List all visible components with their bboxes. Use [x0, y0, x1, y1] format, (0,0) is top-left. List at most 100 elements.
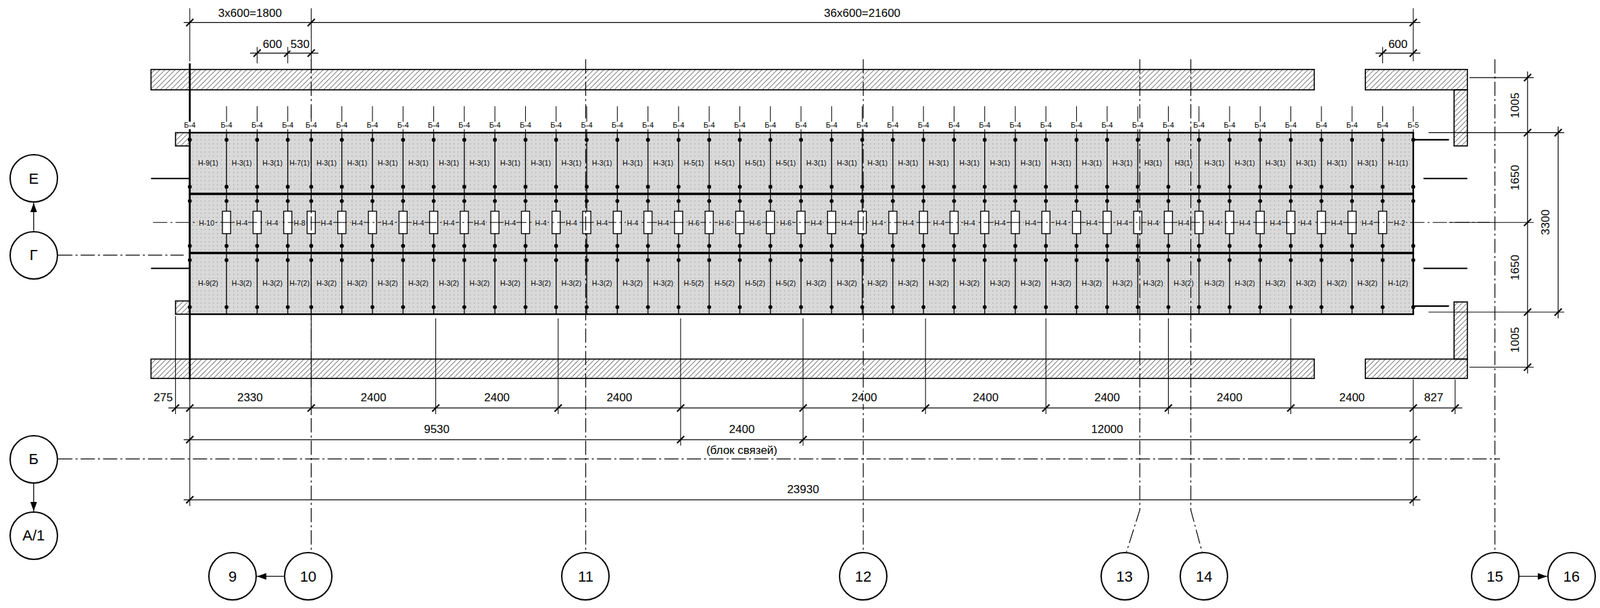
slab-panel: Н-4	[988, 194, 1012, 253]
connection-dot	[523, 258, 528, 263]
slab-panel: Н-3(1)	[525, 133, 556, 194]
axis-arrow	[33, 483, 34, 512]
slab-panel: Н-3(2)	[464, 254, 495, 314]
connection-dot	[1349, 199, 1354, 204]
panel-mark: Н-3(2)	[407, 279, 430, 288]
slab-panel: Н-3(2)	[433, 254, 465, 314]
extension-line	[557, 318, 559, 415]
slab-panel: Н-3(2)	[923, 254, 954, 314]
panel-mark: Н-3(2)	[836, 279, 858, 288]
panel-mark: Н-3(1)	[1234, 159, 1256, 167]
beam-mark: Б-4	[1375, 121, 1390, 130]
connection-dot	[982, 258, 987, 263]
connection-dot	[952, 258, 957, 263]
connection-dot	[1257, 258, 1263, 263]
slab-panel: Н-3(1)	[1259, 133, 1291, 194]
panel-mark: Н-4	[473, 219, 487, 228]
connection-dot	[400, 305, 405, 310]
connection-dot	[1043, 185, 1048, 190]
panel-mark: Н-3(2)	[1172, 279, 1195, 288]
beam-mark: Б-4	[794, 121, 809, 130]
slab-panel: Н-1(2)	[1382, 254, 1413, 314]
extension-line	[1382, 47, 1384, 64]
connection-dot	[921, 258, 926, 263]
panel-mark: Н-3(1)	[1111, 159, 1134, 167]
connection-dot	[187, 137, 192, 142]
connection-dot	[982, 305, 987, 310]
slab-panel: Н-3(2)	[1351, 254, 1383, 314]
panel-mark: Н-3(1)	[1050, 159, 1073, 167]
connection-dot	[1227, 244, 1232, 249]
beam-mark: Б-4	[947, 121, 962, 130]
connection-dot	[554, 185, 559, 190]
connection-dot	[370, 199, 375, 204]
slab-panel: Н-3(1)	[464, 133, 495, 194]
connection-dot	[1289, 244, 1294, 249]
dimension-text: 600	[1387, 39, 1409, 52]
girder-line	[189, 252, 1414, 255]
connection-dot	[462, 244, 467, 249]
dimension-text: 2400	[604, 392, 634, 405]
panel-mark: Н-4	[320, 219, 334, 228]
slab-panel: Н-3(1)	[617, 133, 648, 194]
panel-mark: Н-4	[350, 219, 364, 228]
panel-mark: Н-5(1)	[683, 159, 706, 167]
connection-dot	[187, 185, 192, 190]
connection-dot	[1074, 244, 1079, 249]
connection-dot	[1257, 305, 1263, 310]
connection-dot	[952, 137, 957, 142]
connection-dot	[676, 244, 681, 249]
beam-mark: Б-4	[579, 121, 595, 130]
beam-mark: Б-4	[1191, 121, 1206, 130]
panel-mark: Н-4	[1054, 219, 1068, 228]
panel-mark: Н-8	[293, 219, 307, 228]
connection-dot	[1411, 199, 1416, 204]
connection-dot	[255, 258, 260, 263]
slab-panel: Н-4	[1019, 194, 1042, 253]
slab-panel: Н-3(1)	[556, 133, 587, 194]
panel-mark: Н-9(1)	[197, 159, 220, 167]
axis-label: Е	[28, 171, 39, 187]
slab-panel: Н-3(1)	[1045, 133, 1077, 194]
panel-mark: Н-9(2)	[197, 279, 220, 288]
connection-dot	[255, 244, 260, 249]
slab-panel: Н-3(2)	[310, 254, 342, 314]
panel-mark: Н-5(2)	[683, 279, 706, 288]
connection-dot	[738, 258, 743, 263]
connection-dot	[646, 199, 651, 204]
dimension-text: 600	[261, 39, 284, 52]
slab-panel: Н-6	[682, 194, 706, 253]
connection-dot	[890, 305, 895, 310]
connection-dot	[1105, 258, 1110, 263]
connection-dot	[738, 137, 743, 142]
connection-dot	[890, 258, 895, 263]
connection-dot	[738, 305, 743, 310]
beam-mark: Б-4	[250, 121, 265, 130]
connection-dot	[1319, 199, 1324, 204]
connection-dot	[431, 244, 436, 249]
panel-mark: Н-4	[932, 219, 945, 228]
beam-mark: Б-4	[280, 121, 295, 130]
panel-mark: Н3(1)	[1174, 159, 1194, 167]
slab-panel: Н-3(1)	[1199, 133, 1230, 194]
support-block	[175, 300, 190, 315]
panel-mark: Н-3(1)	[407, 159, 430, 167]
extension-line	[1290, 318, 1292, 415]
panel-mark: Н-3(1)	[231, 159, 253, 167]
slab-panel: Н3(1)	[1168, 133, 1199, 194]
axis-label: 13	[1116, 569, 1133, 585]
connection-dot	[829, 244, 834, 249]
panel-mark: Н-7(2)	[288, 279, 311, 288]
connection-dot	[707, 137, 712, 142]
connection-dot	[738, 199, 743, 204]
panel-mark: Н-4	[840, 219, 854, 228]
axis-label: Б	[29, 451, 39, 468]
connection-dot	[400, 258, 405, 263]
connection-dot	[798, 244, 804, 249]
extension-line	[1454, 379, 1456, 415]
connection-dot	[1349, 137, 1354, 142]
panel-mark: Н-3(1)	[1264, 159, 1287, 167]
